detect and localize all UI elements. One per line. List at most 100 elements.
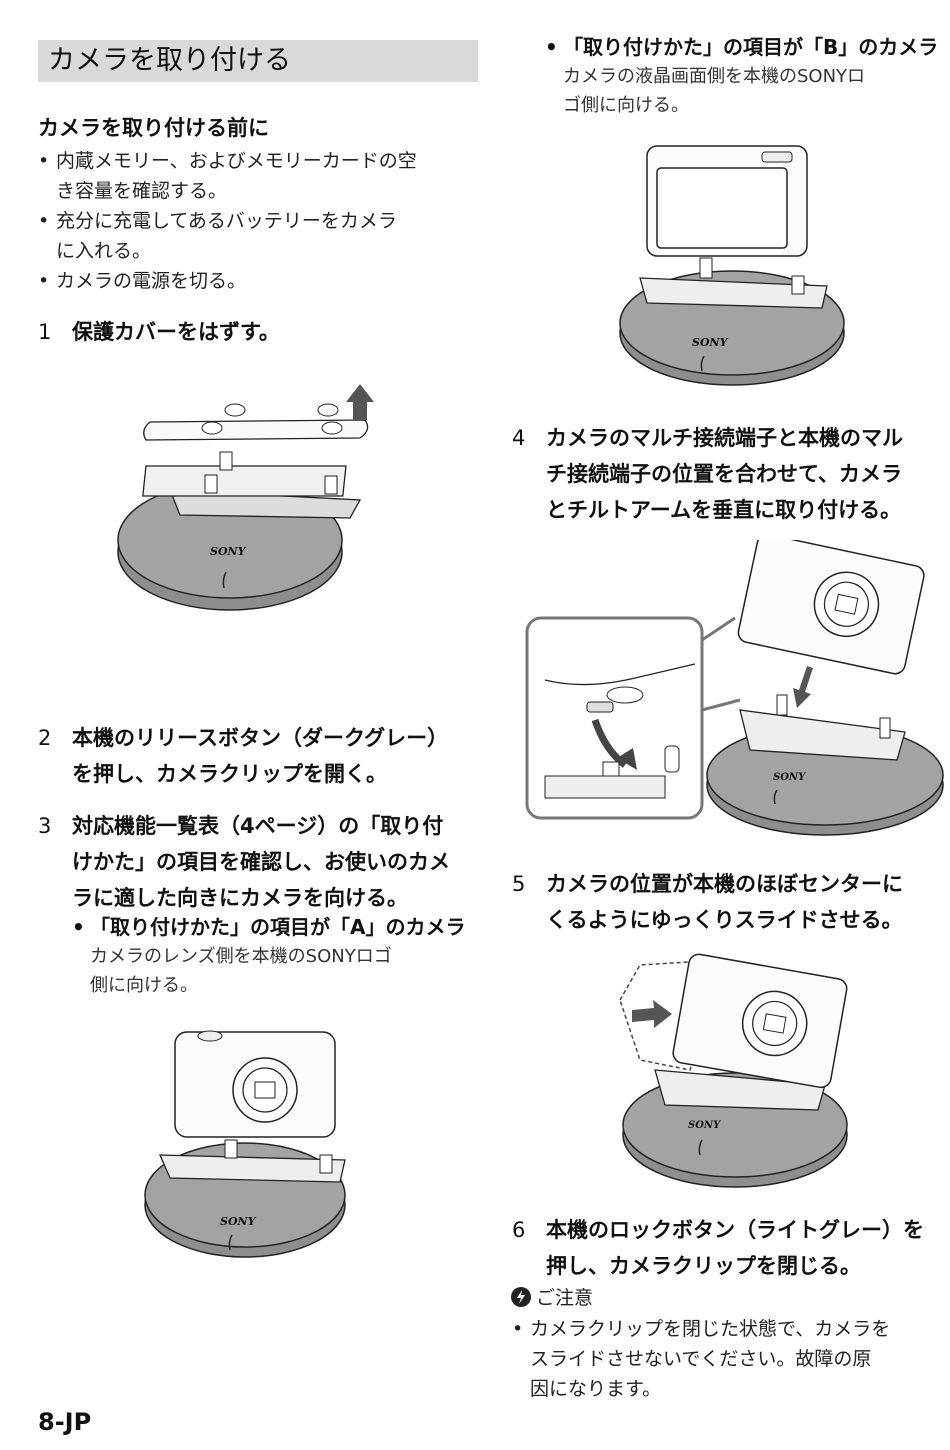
slide-to-center-illustration: SONY [619,953,848,1188]
caution-bullet: • カメラクリップを閉じた状態で、カメラを スライドさせないでください。故障の原… [512,1314,948,1404]
mount-plate [158,1154,346,1183]
bullet-text: カメラの電源を切る。 [56,270,247,292]
cover-knob [317,403,339,417]
option-a: •「取り付けかた」の項目が「A」のカメラ カメラのレンズ側を本機のSONYロゴ … [72,912,482,1000]
bullet-dot: • [72,915,85,939]
tripod-socket [606,686,644,704]
camera-orientation-b-illustration: SONY [619,145,845,386]
tilt-arm [654,1069,826,1111]
mount-post [791,275,805,295]
step-number: 1 [38,320,52,344]
mount-post [324,475,338,495]
step-3: 3 対応機能一覧表（4ページ）の「取り付 けかた」の項目を確認し、お使いのカメ … [38,808,488,916]
sony-logo: SONY [773,772,806,783]
bullet-dot: • [512,1318,524,1340]
mount-plate [142,465,347,497]
option-b: •「取り付けかた」の項目が「B」のカメラ カメラの液晶画面側を本機のSONYロ … [545,32,945,120]
cover-removal-illustration: SONY [117,384,374,611]
before-heading: カメラを取り付ける前に [38,116,269,140]
right-arrow-icon [632,1000,672,1028]
mount-plate [639,277,828,309]
mount-post [319,1154,333,1174]
caution-icon [511,1286,531,1307]
bullet-dot: • [38,150,50,172]
caution-heading: ご注意 [510,1283,593,1310]
detail-callout [525,616,704,820]
terminal-alignment-illustration: SONY [525,540,944,836]
camera-bottom-edge [544,663,696,686]
page-title: カメラを取り付ける [38,40,478,82]
step-6: 6 本機のロックボタン（ライトグレー）を 押し、カメラクリップを閉じる。 [512,1212,948,1284]
camera-body [737,540,925,675]
bullet-dot: • [38,210,50,232]
option-b-text: ゴ側に向ける。 [563,95,689,116]
step-text: カメラの位置が本機のほぼセンターに [546,872,903,896]
camera-buttons [761,151,793,163]
bullet-text: 充分に充電してあるバッテリーをカメラ [56,210,397,232]
option-b-text: カメラの液晶画面側を本機のSONYロ [563,66,866,87]
bullet-item: • 内蔵メモリー、およびメモリーカードの空 き容量を確認する。 [38,146,478,206]
bullet-text: き容量を確認する。 [56,180,228,202]
protective-cover [143,419,369,441]
step-text: 押し、カメラクリップを閉じる。 [546,1254,861,1278]
multi-terminal-camera [586,701,614,713]
camera-lens-glass [254,1081,276,1099]
camera-orientation-a-illustration: SONY [144,1030,346,1258]
bullet-item: • 充分に充電してあるバッテリーをカメラ に入れる。 [38,206,478,266]
camera-lcd [656,167,788,249]
release-slot [700,355,705,372]
page-number: 8-JP [38,1408,92,1436]
curved-arrow-icon [591,718,628,768]
caution-text: カメラクリップを閉じた状態で、カメラを [530,1318,891,1340]
release-slot [222,571,227,589]
mount-post [699,257,713,279]
step-number: 2 [38,726,52,750]
step-4: 4 カメラのマルチ接続端子と本機のマル チ接続端子の位置を合わせて、カメラ とチ… [512,420,948,528]
mount-post [224,1139,238,1159]
bullet-dot: • [545,35,558,59]
step-number: 3 [38,814,52,838]
mount-post [879,717,891,739]
shutter-button [197,1030,223,1042]
bullet-dot: • [38,270,50,292]
step-text: ラに適した向きにカメラを向ける。 [72,886,408,910]
cover-knob [321,421,343,435]
cover-knob [224,403,246,417]
step-2: 2 本機のリリースボタン（ダークグレー） を押し、カメラクリップを開く。 [38,720,488,792]
caution-label: ご注意 [536,1287,594,1309]
bullet-item: • カメラの電源を切る。 [38,266,478,296]
down-arrow-icon [793,666,813,708]
caution-text: スライドさせないでください。故障の原 [530,1348,872,1370]
sony-logo: SONY [220,1215,257,1228]
tilt-arm-detail [544,775,666,799]
mount-post [204,474,218,494]
release-slot [773,789,778,805]
curved-arrow-head [617,748,637,770]
step-number: 6 [512,1218,526,1242]
callout-connector [701,616,741,712]
step-text: けかた」の項目を確認し、お使いのカメ [72,850,450,874]
camera-body [672,953,848,1089]
sony-logo: SONY [688,1120,721,1131]
mount-post [219,451,233,471]
mount-post [664,745,680,773]
tilt-arm [739,709,906,761]
multi-terminal-arm [602,761,620,777]
caution-text: 因になります。 [530,1378,662,1400]
release-slot [698,1139,703,1156]
step-5: 5 カメラの位置が本機のほぼセンターに くるようにゆっくりスライドさせる。 [512,866,948,938]
option-b-title: 「取り付けかた」の項目が「B」のカメラ [563,35,939,59]
step-text: チ接続端子の位置を合わせて、カメラ [546,462,902,486]
step-text: くるようにゆっくりスライドさせる。 [546,908,903,932]
sony-logo: SONY [210,545,247,558]
step-text: とチルトアームを垂直に取り付ける。 [546,498,902,522]
step-text: 対応機能一覧表（4ページ）の「取り付 [72,814,444,838]
release-slot [228,1234,233,1251]
before-bullet-list: • 内蔵メモリー、およびメモリーカードの空 き容量を確認する。 • 充分に充電し… [38,146,478,296]
step-number: 5 [512,872,526,896]
step-text: 本機のリリースボタン（ダークグレー） [72,726,449,750]
bullet-text: 内蔵メモリー、およびメモリーカードの空 [56,150,417,172]
step-text: を押し、カメラクリップを開く。 [72,762,387,786]
bullet-text: に入れる。 [56,240,152,262]
